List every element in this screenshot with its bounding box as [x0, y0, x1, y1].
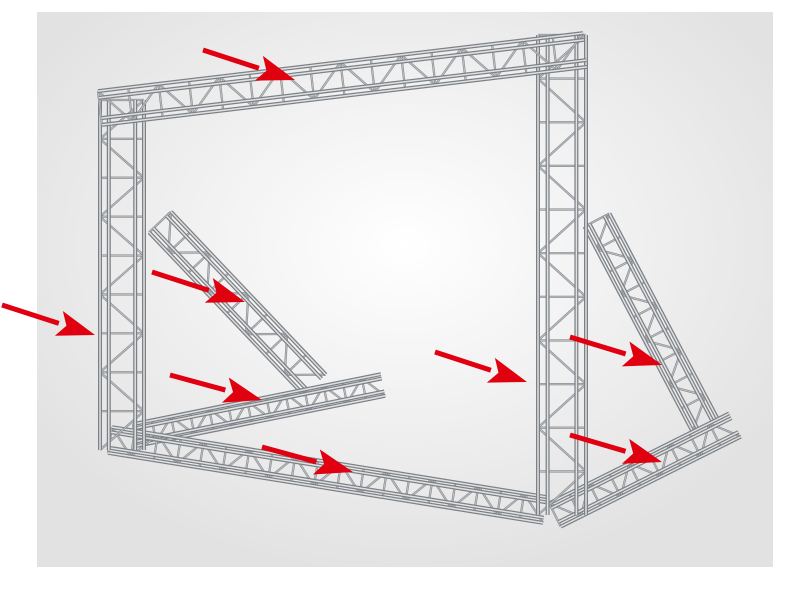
arrow-head [254, 55, 295, 81]
truss-brace-left [147, 210, 328, 397]
arrow-shaft [569, 334, 627, 357]
truss-lacing-highlight [99, 99, 145, 451]
arrow-head [54, 310, 95, 336]
truss-lacing-highlight [97, 32, 584, 125]
truss-lacing-highlight [107, 426, 544, 524]
truss-chord-highlight [148, 231, 305, 396]
photo-backdrop [37, 12, 773, 567]
arrow-shaft [1, 302, 60, 326]
truss-chord-highlight [603, 215, 714, 422]
arrow-group [1, 47, 662, 475]
arrow-head [312, 449, 353, 475]
red-arrow-5 [261, 444, 353, 475]
arrow-shaft [569, 432, 627, 454]
red-arrow-4 [169, 372, 262, 403]
truss-chord-highlight [551, 417, 732, 509]
arrow-head [204, 277, 245, 303]
truss-chord-highlight [608, 213, 719, 419]
truss-chord-highlight [170, 211, 327, 376]
truss-chord-highlight [560, 435, 742, 528]
truss-chord-highlight [101, 59, 587, 119]
red-arrow-3 [151, 269, 245, 303]
truss-top-beam [96, 31, 588, 127]
arrow-shaft [202, 47, 260, 71]
arrow-shaft [261, 444, 318, 465]
truss-chord-highlight [133, 377, 382, 430]
arrow-head [621, 341, 662, 367]
truss-brace-right [582, 212, 720, 433]
truss-chord-highlight [136, 390, 385, 443]
truss-chord-highlight [98, 39, 584, 99]
truss-chord-highlight [165, 215, 323, 380]
red-arrow-8 [569, 432, 662, 464]
truss-left-column [98, 98, 146, 451]
arrow-head [621, 438, 662, 464]
truss-chord-highlight [101, 66, 588, 126]
arrow-shaft [434, 349, 492, 373]
truss-chord-highlight [583, 226, 694, 432]
truss-chord-highlight [97, 32, 584, 92]
arrow-shaft [169, 372, 226, 393]
arrow-head [221, 377, 262, 403]
truss-lacing-highlight [537, 34, 587, 516]
red-arrow-1 [202, 47, 295, 81]
truss-bottom-beam [106, 425, 548, 525]
red-arrow-2 [1, 302, 95, 336]
truss-chord-highlight [108, 446, 544, 519]
arrow-head [486, 357, 527, 383]
truss-frame [96, 31, 742, 529]
truss-chord-highlight [588, 223, 699, 430]
truss-lacing-highlight [584, 212, 706, 432]
red-arrow-7 [569, 334, 662, 367]
arrow-shaft [151, 269, 210, 293]
truss-chord-highlight [107, 452, 544, 524]
red-arrow-6 [434, 349, 527, 383]
truss-chord-highlight [558, 431, 739, 523]
truss-chord-highlight [152, 227, 310, 392]
